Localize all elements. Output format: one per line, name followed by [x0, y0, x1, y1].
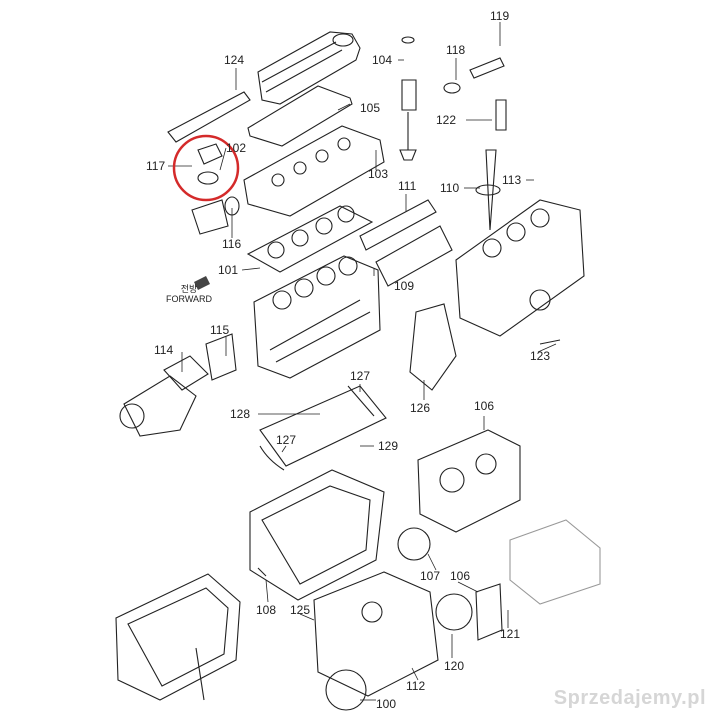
- rear-seal-127: [347, 385, 375, 417]
- part-label: 110: [440, 181, 460, 195]
- part-label: 121: [500, 627, 521, 641]
- leader-lines: [168, 22, 557, 701]
- part-label: 116: [222, 237, 242, 251]
- part-label: 113: [502, 173, 522, 187]
- part-label: 106: [474, 399, 495, 413]
- seal-106-lower: [475, 583, 503, 641]
- part-label: 111: [398, 179, 417, 193]
- highlight-circle: [172, 134, 240, 202]
- part-label: 104: [372, 53, 393, 67]
- oil-seal-107: [397, 527, 431, 561]
- part-label: 127: [276, 433, 297, 447]
- part-label: 109: [394, 279, 415, 293]
- timing-case: [313, 571, 439, 711]
- cylinder-head: [243, 125, 385, 217]
- valve-spring: [399, 36, 417, 161]
- part-label: 100: [376, 697, 397, 711]
- forward-label: 전방 FORWARD: [166, 284, 212, 304]
- block-assembly-right: [455, 199, 585, 337]
- part-label: 106: [450, 569, 471, 583]
- water-pump-gasket: [205, 333, 237, 381]
- part-label: 108: [256, 603, 277, 617]
- part-label: 102: [226, 141, 247, 155]
- gasket-120: [435, 593, 473, 631]
- bolt-123: [539, 339, 561, 345]
- forward-arrow-icon: [194, 276, 210, 290]
- side-cover-gasket: [359, 199, 437, 251]
- injection-pump: [509, 519, 601, 605]
- side-cover: [375, 225, 453, 287]
- front-seal-127: [259, 445, 285, 471]
- part-label: 128: [230, 407, 251, 421]
- watermark: Sprzedajemy.pl: [553, 687, 706, 709]
- forward-english: FORWARD: [166, 294, 212, 304]
- part-label: 120: [444, 659, 465, 673]
- part-label: 127: [350, 369, 371, 383]
- water-pump: [119, 355, 209, 437]
- part-label: 115: [210, 323, 230, 337]
- front-cover: [417, 429, 521, 533]
- dipstick: [195, 647, 205, 701]
- part-label: 101: [218, 263, 239, 277]
- part-label: 103: [368, 167, 389, 181]
- part-label: 112: [406, 679, 426, 693]
- part-label: 123: [530, 349, 551, 363]
- part-label: 125: [290, 603, 311, 617]
- part-label: 119: [490, 9, 510, 23]
- part-label: 126: [410, 401, 431, 415]
- timing-gasket: [409, 303, 457, 391]
- part-label: 124: [224, 53, 245, 67]
- part-label: 107: [420, 569, 441, 583]
- oil-pan-gasket-128: [259, 385, 387, 467]
- part-label: 105: [360, 101, 381, 115]
- part-label: 117: [146, 159, 166, 173]
- valve-cover: [257, 31, 361, 105]
- drain-bolt-108: [257, 567, 267, 577]
- part-label: 118: [446, 43, 466, 57]
- part-label: 129: [378, 439, 399, 453]
- oil-pan-lower: [115, 573, 241, 701]
- thermostat-housing: [191, 143, 240, 235]
- injector-assembly: [443, 57, 507, 231]
- engine-block: [253, 255, 381, 379]
- part-label: 122: [436, 113, 457, 127]
- oil-pan-upper: [249, 469, 385, 601]
- forward-korean: 전방: [180, 284, 198, 294]
- part-label: 114: [154, 343, 174, 357]
- head-gasket: [246, 205, 374, 273]
- manifold-gasket: [167, 91, 251, 143]
- valve-cover-gasket: [247, 85, 353, 147]
